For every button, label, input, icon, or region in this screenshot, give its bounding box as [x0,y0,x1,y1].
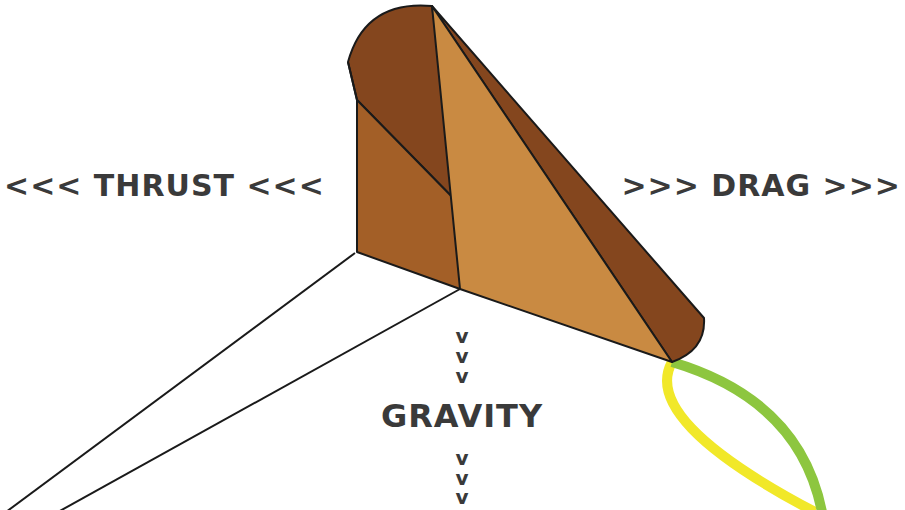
chevron-mark: v [455,468,468,488]
green-ribbon [672,362,822,510]
tail-edge [348,62,357,252]
force-label: >>> DRAG >>> [621,171,901,201]
force-label: <<< THRUST <<< [4,171,325,201]
chevron-mark: v [455,366,468,386]
chevron-mark: v [455,487,468,507]
chevron-mark: v [455,326,468,346]
rail-line [6,253,355,510]
force-label: GRAVITY [381,400,543,432]
chevron-mark: v [455,448,468,468]
chevron-mark: v [455,346,468,366]
